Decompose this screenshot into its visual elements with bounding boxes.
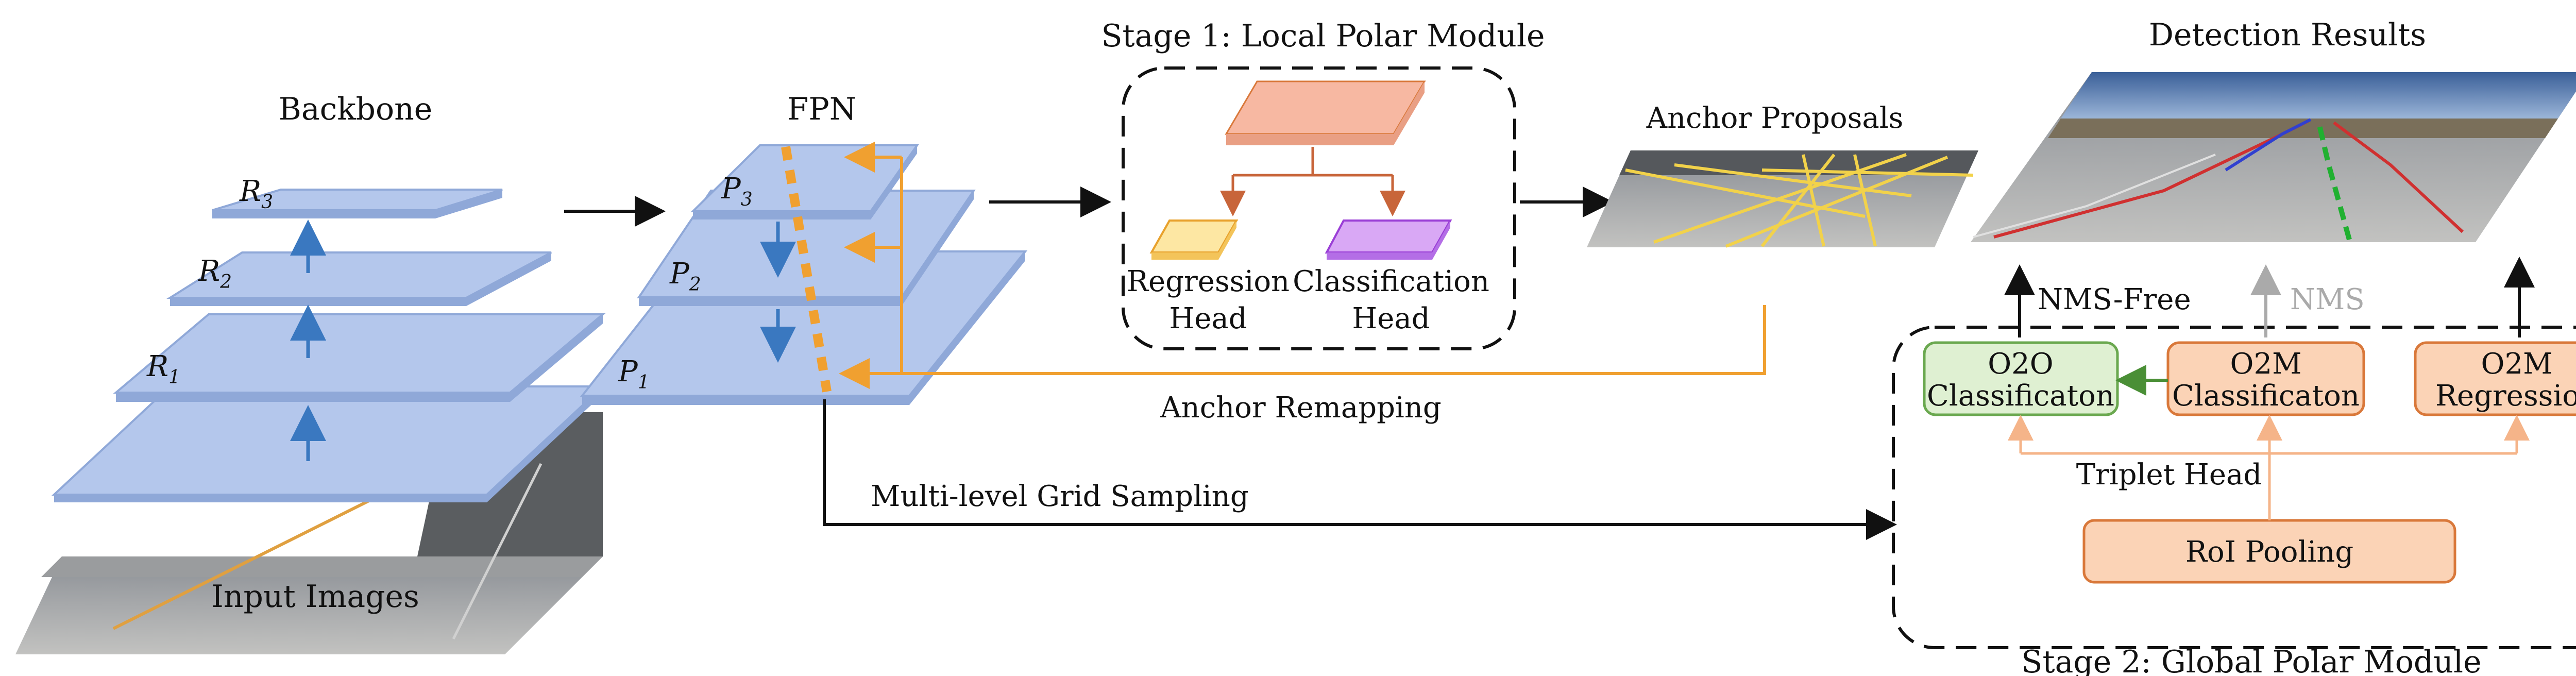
classification-head-label-2: Head: [1352, 302, 1430, 335]
anchor-proposals-image: [1587, 150, 1978, 248]
triplet-head-label: Triplet Head: [2076, 458, 2262, 492]
grid-sampling-arrow: [823, 399, 1897, 540]
anchor-proposals-title: Anchor Proposals: [1646, 102, 1904, 135]
svg-text:O2O: O2O: [1988, 347, 2053, 381]
backbone-title: Backbone: [279, 91, 433, 127]
o2m-regression-box: O2M Regression: [2414, 341, 2576, 416]
roi-pooling-box: RoI Pooling: [2082, 519, 2456, 584]
p3-label: P3: [721, 172, 753, 210]
o2o-classification-box: O2O Classificaton: [1923, 341, 2119, 416]
fpn-title: FPN: [787, 91, 857, 127]
grid-sampling-label: Multi-level Grid Sampling: [871, 480, 1249, 513]
stage2-box: [1892, 326, 2576, 649]
input-images-title: Input Images: [211, 579, 419, 615]
svg-text:O2M: O2M: [2481, 347, 2553, 381]
svg-text:Classificaton: Classificaton: [1927, 379, 2114, 413]
stage1-branch-lines: [1220, 147, 1405, 216]
r2-label: R2: [198, 255, 232, 293]
regression-head-label-2: Head: [1169, 302, 1247, 335]
detection-results-title: Detection Results: [2149, 17, 2426, 53]
anchor-feedback-arrows: [839, 142, 1766, 389]
fpn-stack: [580, 144, 1028, 405]
svg-text:RoI Pooling: RoI Pooling: [2185, 535, 2353, 569]
backbone-stack: [51, 189, 606, 502]
p1-label: P1: [618, 355, 650, 393]
p2-label: P2: [669, 257, 701, 295]
nms-free-label: NMS-Free: [2038, 283, 2191, 316]
svg-text:Classificaton: Classificaton: [2172, 379, 2360, 413]
svg-text:O2M: O2M: [2230, 347, 2302, 381]
stage1-title: Stage 1: Local Polar Module: [1101, 18, 1545, 54]
stage1-shared-head: [1225, 80, 1426, 145]
r3-label: R3: [239, 175, 273, 213]
regression-head-label: Regression: [1127, 265, 1290, 298]
anchor-remapping-label: Anchor Remapping: [1160, 391, 1442, 425]
detection-results-image: [1971, 72, 2576, 242]
svg-text:Regression: Regression: [2435, 379, 2576, 413]
stage2-title: Stage 2: Global Polar Module: [2021, 644, 2481, 676]
triplet-head-connections: [2008, 415, 2530, 520]
nms-label: NMS: [2290, 283, 2365, 316]
regression-head-plate: [1149, 219, 1239, 260]
fpn-sampling-line: [781, 146, 832, 393]
o2m-classification-box: O2M Classificaton: [2166, 341, 2365, 416]
classification-head-plate: [1325, 219, 1452, 260]
r1-label: R1: [146, 350, 180, 388]
classification-head-label: Classification: [1293, 265, 1489, 298]
